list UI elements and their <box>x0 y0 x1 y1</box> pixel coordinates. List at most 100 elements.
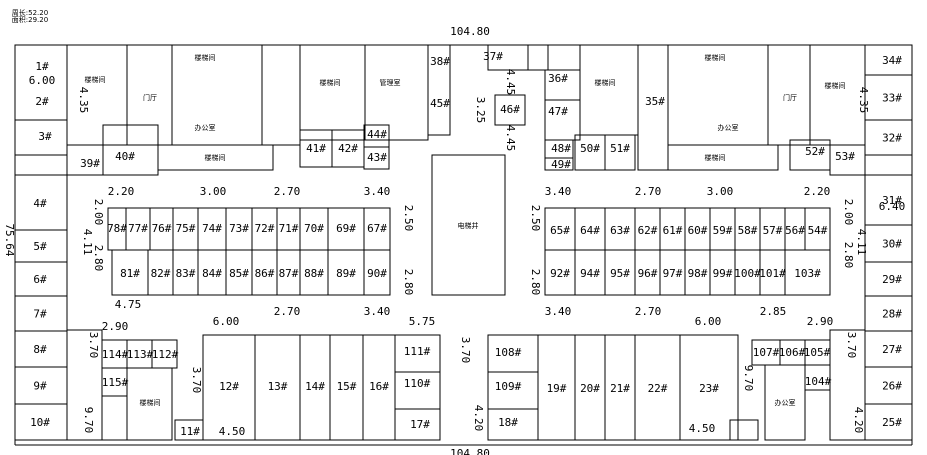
unit-label: 33# <box>882 92 902 105</box>
unit-label: 112# <box>152 348 179 361</box>
unit-label: 38# <box>430 55 450 68</box>
unit-label: 84# <box>202 267 222 280</box>
service-left <box>157 144 274 171</box>
unit-label: 50# <box>580 142 600 155</box>
unit-label: 105# <box>804 346 831 359</box>
dimension-label: 2.70 <box>274 185 301 198</box>
unit-label: 26# <box>882 380 902 393</box>
dimension-label: 2.50 <box>529 205 542 232</box>
dimension-label: 3.25 <box>474 97 487 124</box>
unit-label: 82# <box>151 267 171 280</box>
unit-label: 65# <box>550 224 570 237</box>
hall-label: 门厅 <box>143 93 157 102</box>
svc <box>527 44 549 71</box>
dimension-label: 6.00 <box>695 315 722 328</box>
dimension-label: 6.00 <box>29 74 56 87</box>
dimension-label: 9.70 <box>82 407 95 434</box>
stair-label: 楼梯间 <box>705 53 726 62</box>
unit-label: 95# <box>610 267 630 280</box>
unit-label: 107# <box>753 346 780 359</box>
dimension-label: 6.40 <box>879 200 906 213</box>
unit-label: 31# <box>882 194 902 207</box>
unit-label: 62# <box>638 224 658 237</box>
stair-right-1 <box>579 44 639 136</box>
dimension-label: 2.20 <box>108 185 135 198</box>
stair-label: 楼梯间 <box>595 78 616 87</box>
unit-label: 30# <box>882 238 902 251</box>
unit-label: 53# <box>835 150 855 163</box>
unit-label: 22# <box>648 382 668 395</box>
unit-label: 78# <box>107 222 127 235</box>
unit-label: 101# <box>759 267 786 280</box>
unit-label: 18# <box>498 416 518 429</box>
dimension-label: 3.00 <box>200 185 227 198</box>
unit-label: 60# <box>688 224 708 237</box>
dimension-label: 4.20 <box>852 407 865 434</box>
unit-label: 54# <box>808 224 828 237</box>
unit-label: 86# <box>255 267 275 280</box>
unit-label: 11# <box>180 425 200 438</box>
unit-label: 9# <box>33 380 47 393</box>
hall-label: 门厅 <box>783 93 797 102</box>
unit-label: 72# <box>255 222 275 235</box>
unit-label: 16# <box>369 380 389 393</box>
unit-label: 92# <box>550 267 570 280</box>
dimension-label: 2.00 <box>842 199 855 226</box>
unit-label: 25# <box>882 416 902 429</box>
stair-label: 楼梯间 <box>705 153 726 162</box>
unit-label: 52# <box>805 145 825 158</box>
unit-label: 48# <box>551 142 571 155</box>
dimension-label: 2.90 <box>102 320 129 333</box>
dimension-label: 2.85 <box>760 305 787 318</box>
unit-label: 108# <box>495 346 522 359</box>
dimension-label: 2.70 <box>274 305 301 318</box>
dimension-left: 75.64 <box>3 223 16 256</box>
dimension-label: 2.80 <box>402 269 415 296</box>
unit-label: 81# <box>120 267 140 280</box>
unit-label: 70# <box>304 222 324 235</box>
unit-label: 58# <box>738 224 758 237</box>
unit-label: 39# <box>80 157 100 170</box>
unit-label: 100# <box>734 267 761 280</box>
stair-label: 楼梯间 <box>320 78 341 87</box>
unit-label: 12# <box>219 380 239 393</box>
unit-label: 35# <box>645 95 665 108</box>
unit-label: 43# <box>367 151 387 164</box>
dimension-label: 4.45 <box>504 125 517 152</box>
dimension-label: 2.80 <box>529 269 542 296</box>
stall-lower <box>363 249 391 296</box>
unit-label: 14# <box>305 380 325 393</box>
dimension-label: 2.50 <box>402 205 415 232</box>
dimension-label: 3.70 <box>845 332 858 359</box>
unit-label: 23# <box>699 382 719 395</box>
unit-label: 83# <box>176 267 196 280</box>
office-label: 办公室 <box>718 123 739 132</box>
right-unit <box>864 154 913 176</box>
unit-label: 77# <box>128 222 148 235</box>
unit-label: 113# <box>127 348 154 361</box>
unit-49 <box>544 157 574 171</box>
office-bottom-right <box>764 364 806 441</box>
unit-label: 10# <box>30 416 50 429</box>
unit-label: 17# <box>410 418 430 431</box>
unit-label: 44# <box>367 128 387 141</box>
unit-label: 106# <box>779 346 806 359</box>
unit-24-small <box>729 419 759 441</box>
corner-label: 周长:52.20 <box>12 8 48 17</box>
office-label: 办公室 <box>195 123 216 132</box>
unit-label: 32# <box>882 132 902 145</box>
unit-17 <box>394 408 441 441</box>
unit-label: 5# <box>33 240 47 253</box>
service-room <box>14 154 68 176</box>
unit-label: 111# <box>404 345 431 358</box>
unit-label: 57# <box>763 224 783 237</box>
dimension-bottom: 104.80 <box>450 447 490 455</box>
unit-label: 87# <box>279 267 299 280</box>
stair-label: 楼梯间 <box>195 53 216 62</box>
unit-label: 40# <box>115 150 135 163</box>
office-label: 办公室 <box>775 398 796 407</box>
dimension-label: 4.50 <box>689 422 716 435</box>
unit-label: 21# <box>610 382 630 395</box>
unit-label: 109# <box>495 380 522 393</box>
